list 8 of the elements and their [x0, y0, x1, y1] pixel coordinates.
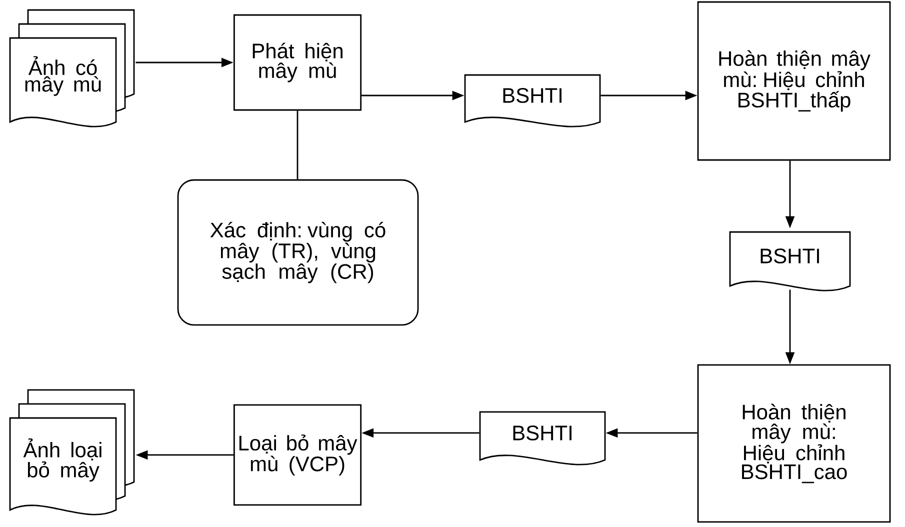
- process-box: Loại bỏ mây mù (VCP): [233, 404, 362, 506]
- process-box: Hoàn thiện mây mù: Hiệu chỉnh BSHTI_thấp: [697, 1, 891, 161]
- rounded-box: Xác định: vùng có mây (TR), vùng sạch mây (CR): [177, 179, 419, 326]
- process-box: Phát hiện mây mù: [233, 14, 362, 111]
- connector-line: [296, 110, 298, 180]
- document-stack: Ảnh loại bỏ mây: [9, 389, 135, 516]
- process-box: Hoàn thiện mây mù: Hiệu chỉnh BSHTI_cao: [697, 364, 891, 523]
- document-stack: Ảnh có mây mù: [9, 9, 135, 128]
